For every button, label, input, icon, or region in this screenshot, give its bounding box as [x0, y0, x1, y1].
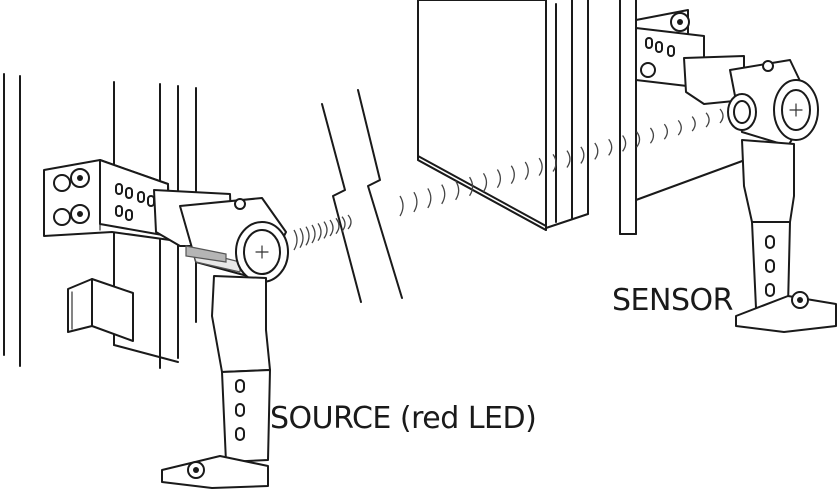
latch-bracket — [68, 279, 133, 341]
beam-wave-right — [623, 135, 626, 151]
beam-wave-left — [306, 227, 309, 246]
beam-wave-right — [650, 128, 653, 143]
beam-wave-left — [294, 230, 297, 250]
beam-wave-left — [330, 220, 333, 236]
beam-wave-right — [581, 147, 584, 164]
source-label: SOURCE (red LED) — [270, 401, 536, 436]
beam-wave-right — [678, 120, 681, 135]
beam-wave-right — [595, 143, 598, 159]
break-symbol — [322, 90, 402, 302]
beam-wave-right — [400, 196, 403, 216]
beam-wave-right — [692, 117, 695, 132]
beam-wave-left — [348, 215, 351, 229]
beam-wave-right — [720, 109, 723, 123]
beam-wave-right — [567, 151, 570, 168]
sensor-label: SENSOR — [612, 283, 733, 318]
beam-wave-right — [706, 113, 709, 127]
beam-wave-right — [428, 188, 431, 207]
beam-wave-left — [312, 225, 315, 243]
beam-wave-right — [609, 139, 612, 155]
beam-wave-left — [318, 223, 321, 240]
beam-wave-left — [300, 228, 303, 247]
beam-wave-left — [324, 222, 327, 239]
beam-wave-right — [456, 181, 459, 200]
beam-wave-right — [442, 185, 445, 204]
beam-wave-right — [664, 124, 667, 139]
beam-wave-right — [414, 192, 417, 212]
